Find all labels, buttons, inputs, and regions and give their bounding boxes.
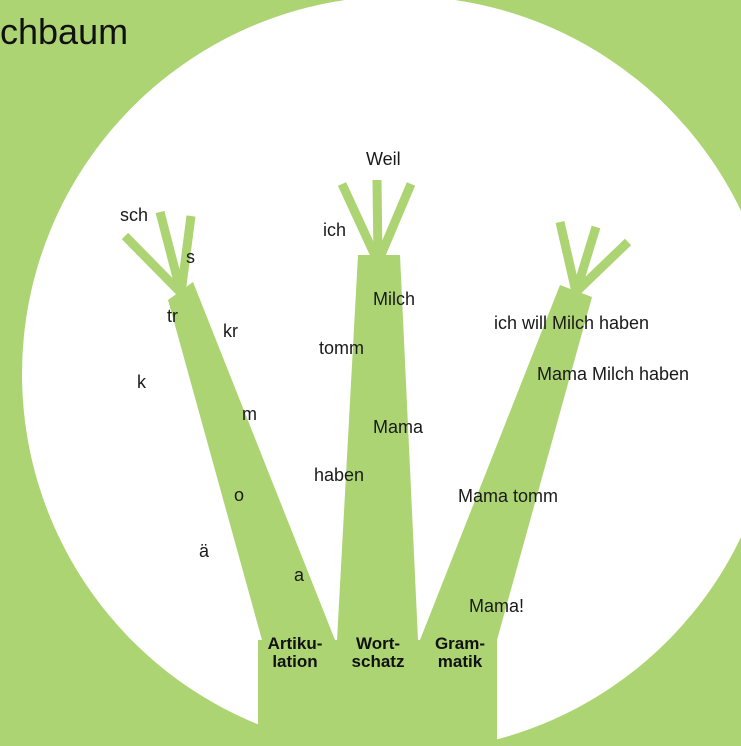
root-label-line: Artiku- xyxy=(256,635,334,653)
articulation-word: m xyxy=(242,405,257,423)
diagram-title: chbaum xyxy=(0,14,128,50)
vocabulary-word: Mama xyxy=(373,418,423,436)
articulation-word: ä xyxy=(199,542,209,560)
root-label-line: Gram- xyxy=(424,635,496,653)
grammar-phrase: Mama! xyxy=(469,597,524,615)
articulation-word: sch xyxy=(120,206,148,224)
grammar-phrase: Mama Milch haben xyxy=(537,365,689,383)
articulation-word: tr xyxy=(167,307,178,325)
root-label-line: matik xyxy=(424,653,496,671)
root-label-line: schatz xyxy=(342,653,414,671)
root-label-articulation: Artiku- lation xyxy=(256,635,334,672)
articulation-word: k xyxy=(137,373,146,391)
vocabulary-word: Milch xyxy=(373,290,415,308)
root-label-line: lation xyxy=(256,653,334,671)
grammar-phrase: Mama tomm xyxy=(458,487,558,505)
grammar-phrase: ich will Milch haben xyxy=(494,314,649,332)
vocabulary-word: haben xyxy=(314,466,364,484)
root-label-vocabulary: Wort- schatz xyxy=(342,635,414,672)
articulation-word: o xyxy=(234,486,244,504)
middle-finger-2 xyxy=(377,180,378,262)
articulation-word: a xyxy=(294,566,304,584)
vocabulary-word: tomm xyxy=(319,339,364,357)
vocabulary-word: Weil xyxy=(366,150,401,168)
vocabulary-word: ich xyxy=(323,221,346,239)
articulation-word: s xyxy=(186,248,195,266)
root-label-grammar: Gram- matik xyxy=(424,635,496,672)
root-label-line: Wort- xyxy=(342,635,414,653)
articulation-word: kr xyxy=(223,322,238,340)
